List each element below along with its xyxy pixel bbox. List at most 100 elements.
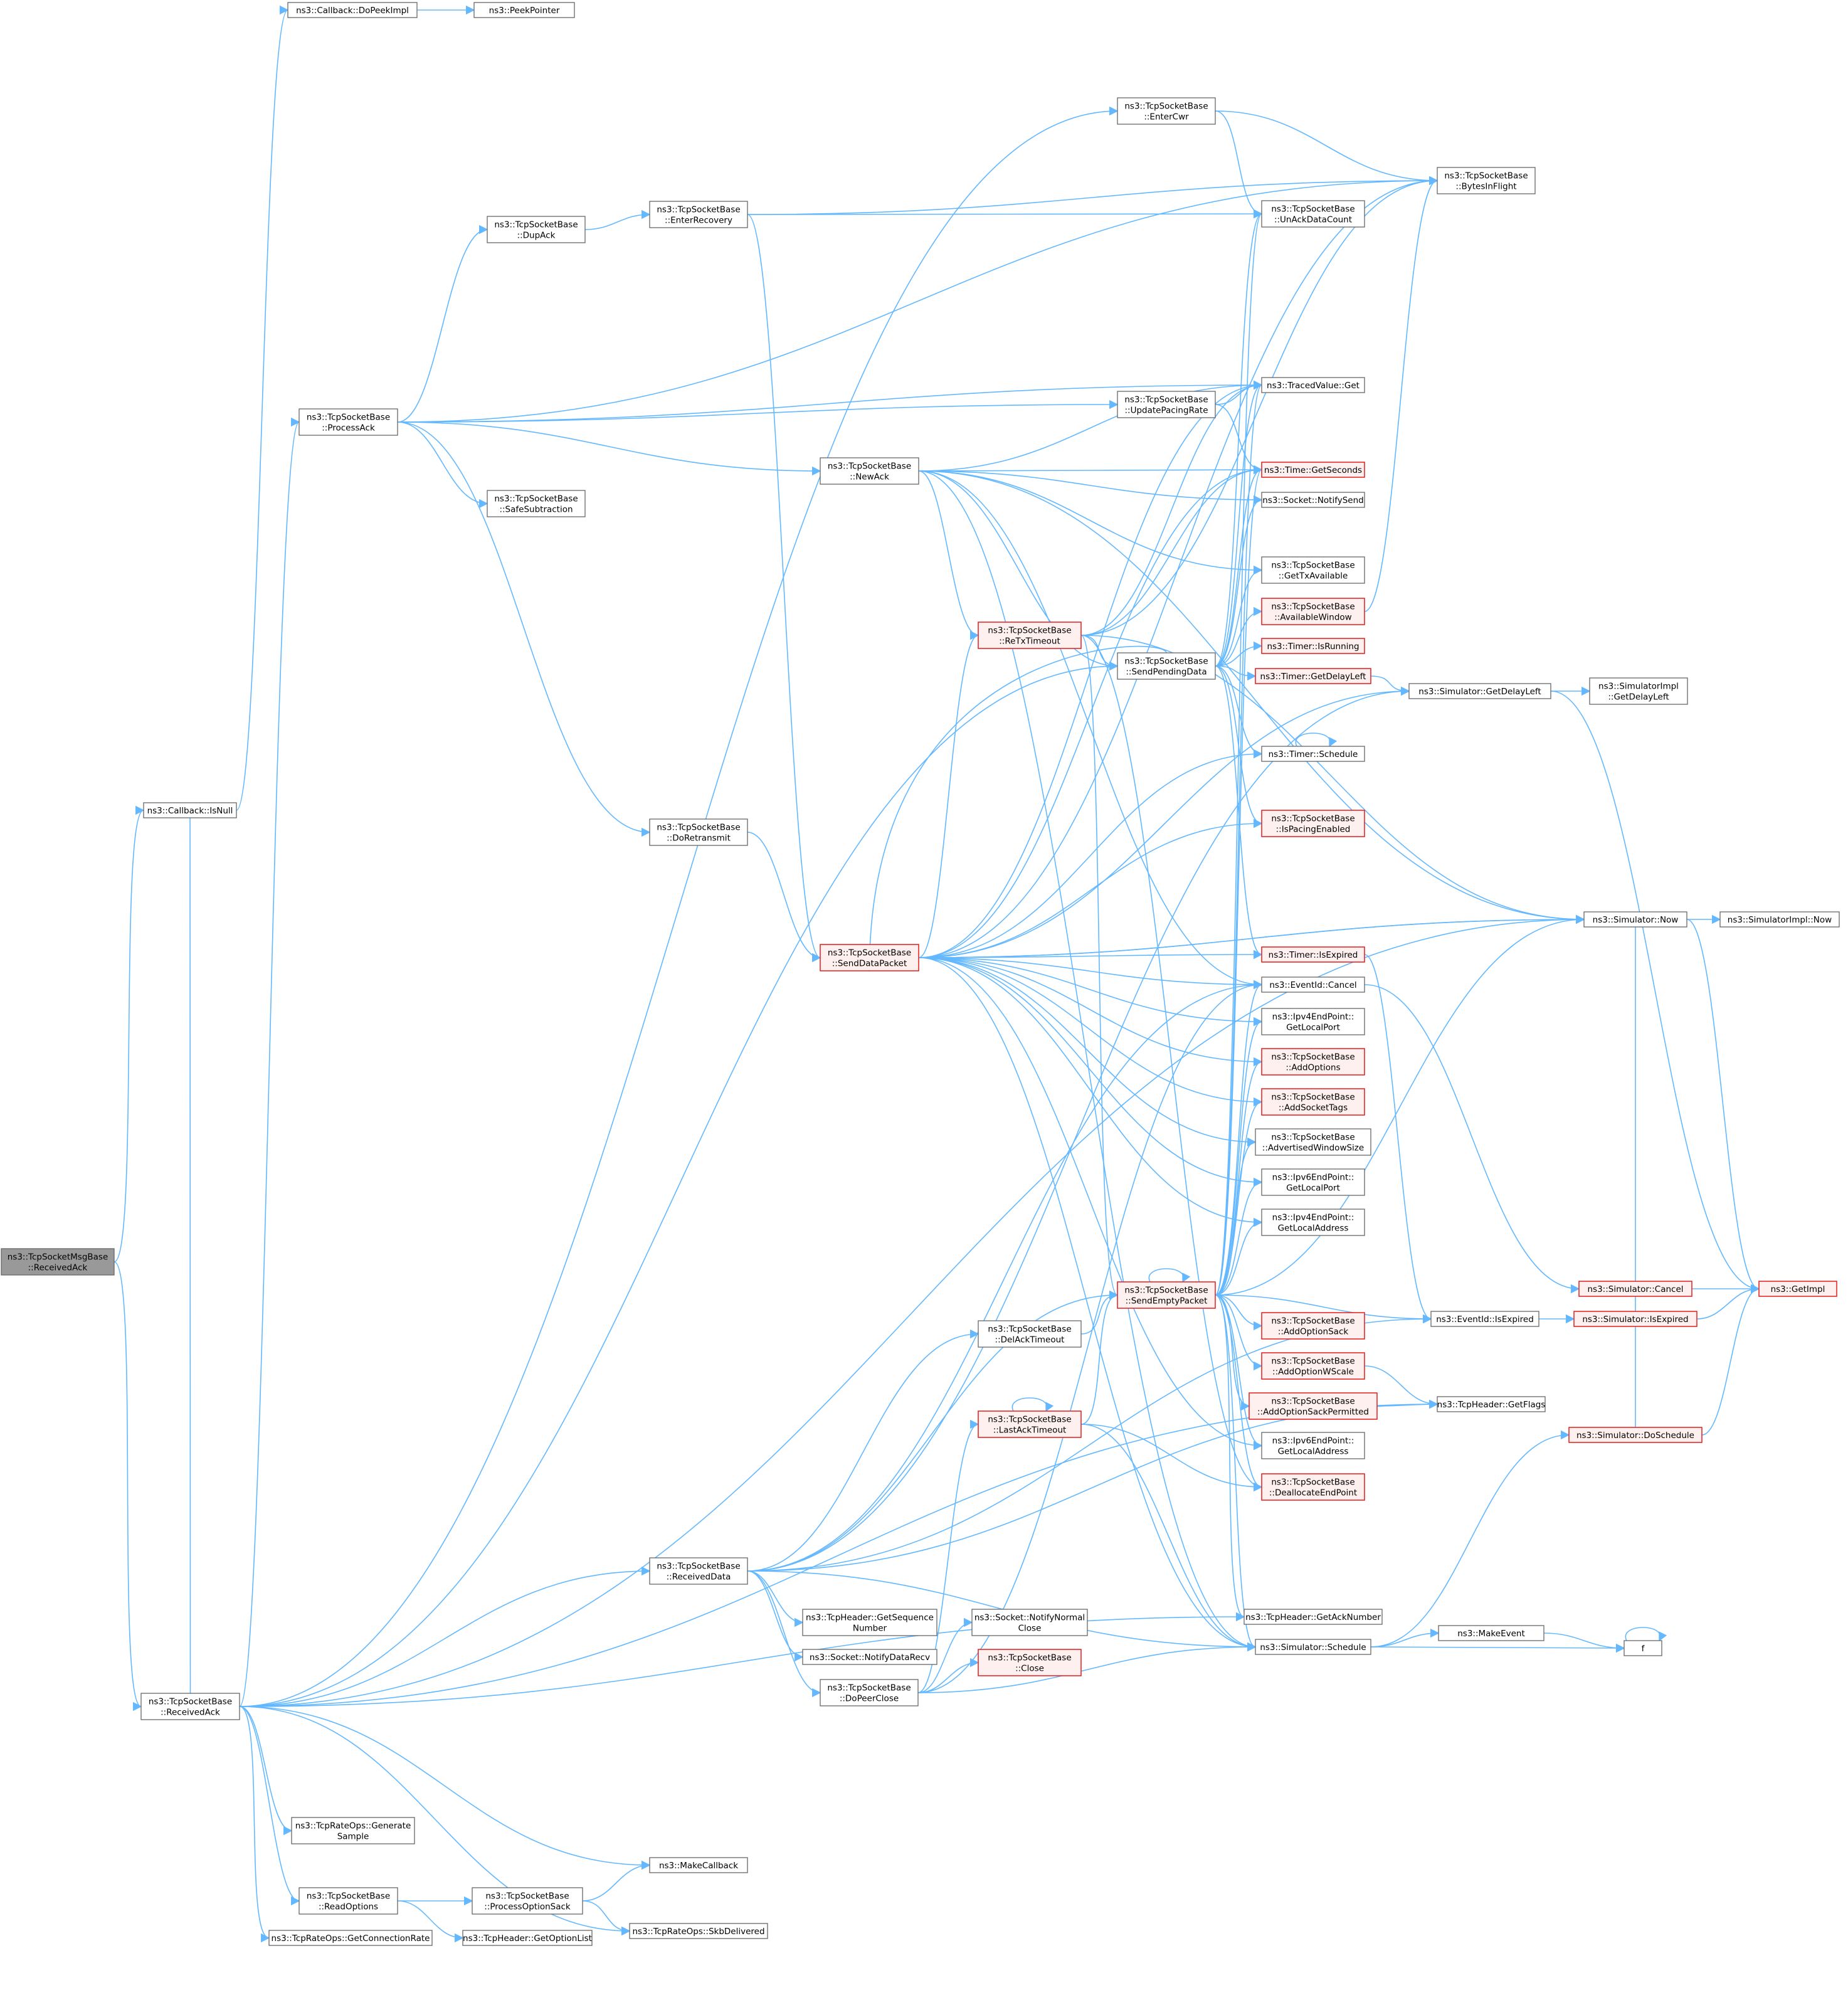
node-is-pacing[interactable]: ns3::TcpSocketBase::IsPacingEnabled <box>1261 810 1365 837</box>
node-add-opt-sack[interactable]: ns3::TcpSocketBase::AddOptionSack <box>1261 1312 1365 1340</box>
edge-sendPending-to-availWindow <box>1215 606 1263 667</box>
node-do-peer-close[interactable]: ns3::TcpSocketBase::DoPeerClose <box>820 1679 919 1706</box>
node-timer-is-running[interactable]: ns3::Timer::IsRunning <box>1261 638 1365 654</box>
node-process-opt-sack[interactable]: ns3::TcpSocketBase::ProcessOptionSack <box>472 1887 583 1915</box>
node-label: ns3::TcpSocketBase <box>1271 561 1354 571</box>
node-enter-recovery[interactable]: ns3::TcpSocketBase::EnterRecovery <box>649 201 748 228</box>
edge-reTxTimeout-to-simNow <box>1080 635 1585 924</box>
node-del-ack-timeout[interactable]: ns3::TcpSocketBase::DelAckTimeout <box>978 1320 1082 1348</box>
node-get-ack-num[interactable]: ns3::TcpHeader::GetAckNumber <box>1243 1609 1383 1625</box>
node-timer-schedule[interactable]: ns3::Timer::Schedule <box>1261 746 1365 762</box>
node-recv-ack[interactable]: ns3::TcpSocketBase::ReceivedAck <box>140 1693 240 1720</box>
node-add-socket-tags[interactable]: ns3::TcpSocketBase::AddSocketTags <box>1261 1088 1365 1116</box>
node-box <box>802 1609 937 1636</box>
node-dup-ack[interactable]: ns3::TcpSocketBase::DupAck <box>487 216 586 243</box>
edge-doPeerClose-to-eventCancel <box>917 980 1263 1693</box>
node-sim-impl-now[interactable]: ns3::SimulatorImpl::Now <box>1719 911 1840 928</box>
node-label: ::BytesInFlight <box>1455 182 1516 192</box>
edge-timerIsExpired-to-eventIsExpired <box>1364 954 1432 1324</box>
node-get-tx-avail[interactable]: ns3::TcpSocketBase::GetTxAvailable <box>1261 556 1365 584</box>
node-label: ::AddOptionSackPermitted <box>1257 1407 1369 1417</box>
node-read-options[interactable]: ns3::TcpSocketBase::ReadOptions <box>298 1887 398 1915</box>
node-timer-is-expired[interactable]: ns3::Timer::IsExpired <box>1261 946 1365 963</box>
edge-sendEmpty-to-ipv4LocalPort <box>1215 1017 1263 1296</box>
node-safe-sub[interactable]: ns3::TcpSocketBase::SafeSubtraction <box>487 490 586 517</box>
node-avail-window[interactable]: ns3::TcpSocketBase::AvailableWindow <box>1261 598 1365 625</box>
node-skb-delivered[interactable]: ns3::TcpRateOps::SkbDelivered <box>629 1923 768 1939</box>
node-ipv4-local-port[interactable]: ns3::Ipv4EndPoint::GetLocalPort <box>1261 1008 1365 1035</box>
node-notify-send[interactable]: ns3::Socket::NotifySend <box>1261 492 1365 508</box>
node-close[interactable]: ns3::TcpSocketBase::Close <box>978 1649 1082 1676</box>
node-sim-schedule[interactable]: ns3::Simulator::Schedule <box>1255 1639 1371 1655</box>
node-label: GetLocalPort <box>1286 1183 1340 1193</box>
node-get-opt-list[interactable]: ns3::TcpHeader::GetOptionList <box>462 1930 593 1946</box>
node-update-pacing[interactable]: ns3::TcpSocketBase::UpdatePacingRate <box>1117 391 1216 418</box>
node-dealloc-e-p[interactable]: ns3::TcpSocketBase::DeallocateEndPoint <box>1261 1473 1365 1501</box>
node-get-flags[interactable]: ns3::TcpHeader::GetFlags <box>1437 1396 1546 1412</box>
edge-sendPending-to-timerIsRunning <box>1215 641 1263 667</box>
node-label: ns3::SimulatorImpl <box>1598 682 1679 692</box>
node-received-data[interactable]: ns3::TcpSocketBase::ReceivedData <box>649 1557 748 1585</box>
node-get-impl[interactable]: ns3::GetImpl <box>1758 1281 1837 1297</box>
edge-processAck-to-updatePacing <box>397 399 1119 423</box>
node-cb-is-null[interactable]: ns3::Callback::IsNull <box>143 802 237 818</box>
node-sim-is-expired[interactable]: ns3::Simulator::IsExpired <box>1573 1311 1698 1327</box>
node-label: ns3::TcpSocketBase <box>1124 395 1208 405</box>
node-sim-do-schedule[interactable]: ns3::Simulator::DoSchedule <box>1568 1427 1703 1443</box>
node-cb-do-peek[interactable]: ns3::Callback::DoPeekImpl <box>287 2 418 18</box>
node-ipv6-local-port[interactable]: ns3::Ipv6EndPoint::GetLocalPort <box>1261 1168 1365 1196</box>
node-box <box>1243 1609 1383 1625</box>
node-box <box>1117 391 1216 418</box>
edge-sendEmpty-to-simNow <box>1215 914 1585 1296</box>
node-ipv4-local-addr[interactable]: ns3::Ipv4EndPoint::GetLocalAddress <box>1261 1209 1365 1236</box>
node-timer-delay-left[interactable]: ns3::Timer::GetDelayLeft <box>1255 668 1371 684</box>
node-box <box>1261 1432 1365 1459</box>
node-do-retransmit[interactable]: ns3::TcpSocketBase::DoRetransmit <box>649 818 748 846</box>
node-ipv6-local-addr[interactable]: ns3::Ipv6EndPoint::GetLocalAddress <box>1261 1432 1365 1459</box>
node-get-seconds[interactable]: ns3::Time::GetSeconds <box>1261 462 1365 478</box>
node-box <box>1261 810 1365 837</box>
edge-recvAck-to-getConnRate <box>239 1706 270 1943</box>
node-box <box>1437 167 1536 194</box>
node-event-is-expired[interactable]: ns3::EventId::IsExpired <box>1430 1311 1539 1327</box>
node-enter-cwr[interactable]: ns3::TcpSocketBase::EnterCwr <box>1117 97 1216 125</box>
node-send-empty[interactable]: ns3::TcpSocketBase::SendEmptyPacket <box>1117 1281 1216 1309</box>
node-send-data-packet[interactable]: ns3::TcpSocketBase::SendDataPacket <box>820 944 919 971</box>
node-adv-window[interactable]: ns3::TcpSocketBase::AdvertisedWindowSize <box>1255 1128 1371 1156</box>
node-traced-get[interactable]: ns3::TracedValue::Get <box>1261 377 1365 393</box>
node-notify-data-recv[interactable]: ns3::Socket::NotifyDataRecv <box>802 1649 937 1665</box>
node-root[interactable]: ns3::TcpSocketMsgBase::ReceivedAck <box>1 1248 115 1276</box>
edge-enterCwr-to-bytesInFlight <box>1215 110 1439 186</box>
node-f[interactable]: f <box>1624 1640 1662 1656</box>
node-new-ack[interactable]: ns3::TcpSocketBase::NewAck <box>820 457 919 485</box>
node-event-cancel[interactable]: ns3::EventId::Cancel <box>1261 976 1365 993</box>
node-sim-now[interactable]: ns3::Simulator::Now <box>1583 911 1687 928</box>
node-label: ::IsPacingEnabled <box>1276 825 1351 835</box>
node-make-event[interactable]: ns3::MakeEvent <box>1438 1625 1544 1641</box>
edge-sendDataPacket-to-timerSchedule <box>918 749 1263 958</box>
node-un-ack-data[interactable]: ns3::TcpSocketBase::UnAckDataCount <box>1261 200 1365 228</box>
edge-simSchedule-to-f <box>1370 1643 1625 1653</box>
node-box <box>802 1649 937 1665</box>
node-process-ack[interactable]: ns3::TcpSocketBase::ProcessAck <box>298 408 398 436</box>
node-label: ns3::TcpSocketMsgBase <box>8 1252 108 1262</box>
node-label: ns3::Ipv4EndPoint:: <box>1272 1012 1354 1022</box>
node-get-conn-rate[interactable]: ns3::TcpRateOps::GetConnectionRate <box>268 1930 433 1946</box>
node-add-options[interactable]: ns3::TcpSocketBase::AddOptions <box>1261 1048 1365 1076</box>
node-add-opt-sack-perm[interactable]: ns3::TcpSocketBase::AddOptionSackPermitt… <box>1249 1392 1378 1420</box>
node-sim-cancel[interactable]: ns3::Simulator::Cancel <box>1578 1281 1692 1297</box>
node-add-opt-w-scale[interactable]: ns3::TcpSocketBase::AddOptionWScale <box>1261 1352 1365 1380</box>
node-bytes-in-flight[interactable]: ns3::TcpSocketBase::BytesInFlight <box>1437 167 1536 194</box>
node-sim-impl-delay-left[interactable]: ns3::SimulatorImpl::GetDelayLeft <box>1589 677 1688 705</box>
edge-f-to-f <box>1625 1627 1667 1642</box>
node-last-ack-timeout[interactable]: ns3::TcpSocketBase::LastAckTimeout <box>978 1410 1082 1438</box>
node-box <box>820 457 919 485</box>
node-make-callback[interactable]: ns3::MakeCallback <box>649 1857 748 1873</box>
node-sim-delay-left[interactable]: ns3::Simulator::GetDelayLeft <box>1408 683 1551 699</box>
node-re-tx-timeout[interactable]: ns3::TcpSocketBase::ReTxTimeout <box>978 622 1082 649</box>
node-peek-ptr[interactable]: ns3::PeekPointer <box>473 2 575 18</box>
node-send-pending[interactable]: ns3::TcpSocketBase::SendPendingData <box>1117 652 1216 680</box>
